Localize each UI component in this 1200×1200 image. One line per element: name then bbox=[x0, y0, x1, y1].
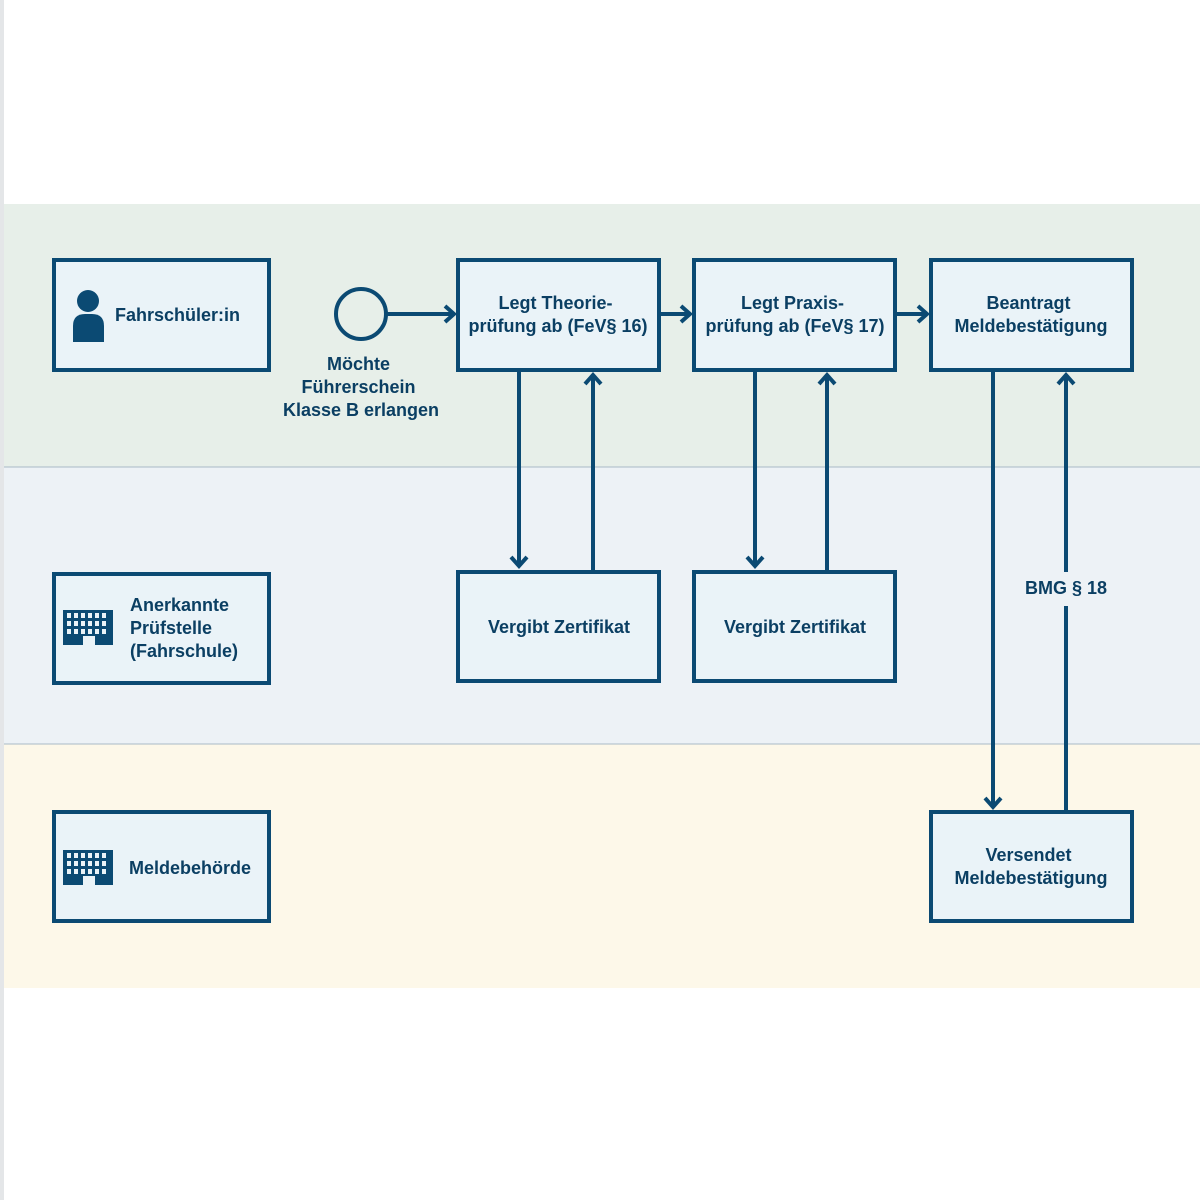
arrow-practical-to-request bbox=[897, 304, 931, 324]
left-edge-strip bbox=[0, 0, 4, 1200]
start-event-circle bbox=[334, 287, 388, 341]
arrow-registry-to-request bbox=[1056, 371, 1076, 810]
task-label: Legt Theorie- prüfung ab (FeV§ 16) bbox=[468, 293, 647, 336]
start-event-label: Möchte Führerschein Klasse B erlangen bbox=[283, 354, 439, 420]
actor-label: Anerkannte Prüfstelle (Fahrschule) bbox=[130, 595, 238, 661]
arrow-request-to-registry bbox=[983, 372, 1003, 811]
task-box bbox=[692, 258, 897, 372]
task-label: Legt Praxis- prüfung ab (FeV§ 17) bbox=[705, 293, 884, 336]
arrow-certificate-to-practical bbox=[817, 371, 837, 570]
start-event: Möchte Führerschein Klasse B erlangen bbox=[283, 287, 439, 420]
task-practical-exam: Legt Praxis- prüfung ab (FeV§ 17) bbox=[692, 258, 897, 372]
task-send-confirmation: Versendet Meldebestätigung bbox=[929, 810, 1134, 923]
task-box bbox=[929, 258, 1134, 372]
arrow-certificate-to-theory bbox=[583, 371, 603, 570]
arrow-theory-to-certificate bbox=[509, 372, 529, 570]
task-box bbox=[692, 570, 897, 683]
task-box bbox=[456, 570, 661, 683]
actor-registry: Meldebehörde bbox=[52, 810, 271, 923]
task-label: Beantragt Meldebestätigung bbox=[954, 293, 1107, 336]
arrow-theory-to-practical bbox=[661, 304, 694, 324]
actor-test-center: Anerkannte Prüfstelle (Fahrschule) bbox=[52, 572, 271, 685]
task-label: Vergibt Zertifikat bbox=[724, 617, 866, 637]
task-label: Vergibt Zertifikat bbox=[488, 617, 630, 637]
task-theory-certificate: Vergibt Zertifikat bbox=[456, 570, 661, 683]
actor-box bbox=[52, 572, 271, 685]
building-icon bbox=[63, 610, 113, 645]
arrow-practical-to-certificate bbox=[745, 372, 765, 570]
actor-label: Fahrschüler:in bbox=[115, 305, 240, 325]
arrow-start-to-theory bbox=[387, 304, 458, 324]
actor-student: Fahrschüler:in bbox=[52, 258, 271, 372]
task-practical-certificate: Vergibt Zertifikat bbox=[692, 570, 897, 683]
building-icon bbox=[63, 850, 113, 885]
task-box bbox=[929, 810, 1134, 923]
task-theory-exam: Legt Theorie- prüfung ab (FeV§ 16) bbox=[456, 258, 661, 372]
task-box bbox=[456, 258, 661, 372]
actor-label: Meldebehörde bbox=[129, 858, 251, 878]
task-label: Versendet Meldebestätigung bbox=[954, 845, 1107, 888]
person-icon bbox=[73, 290, 104, 342]
task-request-confirmation: Beantragt Meldebestätigung bbox=[929, 258, 1134, 372]
edge-label-bmg: BMG § 18 bbox=[1025, 578, 1107, 598]
